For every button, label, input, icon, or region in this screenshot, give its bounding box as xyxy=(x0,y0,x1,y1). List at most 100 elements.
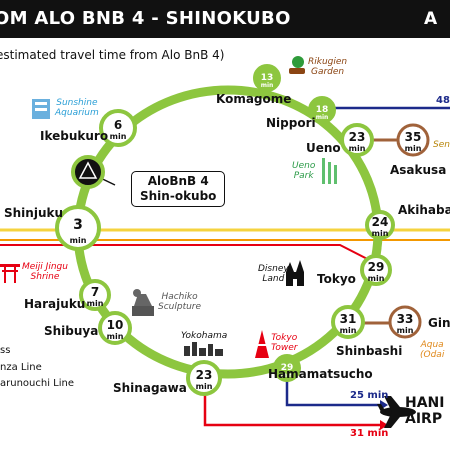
keikyu-time: 31 min xyxy=(350,428,389,439)
station-unit-komagome: min xyxy=(261,82,274,89)
station-minutes-akihabara: 24 xyxy=(372,215,389,229)
landmark-sublabel-disney: Land xyxy=(262,274,285,284)
airport-name-line2: AIRP xyxy=(405,411,443,427)
station-name-ueno[interactable]: Ueno xyxy=(306,141,341,155)
page-title: OM ALO BNB 4 - SHINOKUBO xyxy=(0,8,291,29)
station-name-nippori[interactable]: Nippori xyxy=(266,116,316,130)
station-unit-shibuya: min xyxy=(107,332,124,341)
station-name-hamamatsucho[interactable]: Hamamatsucho xyxy=(268,367,373,381)
station-name-ginza[interactable]: Ginz xyxy=(428,316,450,330)
station-marker-harajuku[interactable] xyxy=(79,279,111,311)
station-unit-hamamatsucho: min xyxy=(281,372,294,379)
landmark-sublabel-hachiko: Sculpture xyxy=(158,302,202,312)
station-name-shibuya[interactable]: Shibuya xyxy=(44,324,99,338)
station-unit-ginza: min xyxy=(397,326,414,335)
station-minutes-asakusa: 35 xyxy=(405,130,422,144)
keikyu-arrow-icon xyxy=(380,420,388,430)
landmark-label-disney: Disney xyxy=(258,264,289,274)
landmark-label-aqua: Aqua xyxy=(420,340,444,350)
landmark-sublabel-meiji: Shrine xyxy=(30,272,60,282)
station-marker-ueno[interactable] xyxy=(340,123,374,157)
subtitle: estimated travel time from Alo BnB 4) xyxy=(0,48,225,62)
station-marker-tokyo[interactable] xyxy=(360,254,392,286)
legend-item: ss xyxy=(0,345,11,356)
station-name-akihabara[interactable]: Akihaban xyxy=(398,203,450,217)
station-unit-shinjuku: min xyxy=(70,236,87,245)
brand-logo-icon: A xyxy=(424,9,438,29)
station-minutes-ueno: 23 xyxy=(349,130,366,144)
station-minutes-tokyo: 29 xyxy=(368,260,385,274)
station-marker-ginza[interactable] xyxy=(388,305,422,339)
airport-name: HANI AIRP xyxy=(405,395,444,427)
landmark-label-hachiko: Hachiko xyxy=(161,292,198,302)
home-marker[interactable] xyxy=(71,155,105,189)
station-minutes-harajuku: 7 xyxy=(91,285,99,299)
station-marker-nippori[interactable] xyxy=(308,96,336,124)
station-unit-akihabara: min xyxy=(372,229,389,238)
landmark-label-tokyotower: Tokyo xyxy=(271,333,298,343)
landmark-yokohama: Yokohama xyxy=(181,331,227,341)
home-logo-icon xyxy=(78,161,98,179)
station-marker-komagome[interactable] xyxy=(253,64,281,92)
station-name-tokyo[interactable]: Tokyo xyxy=(317,272,356,286)
station-name-shinagawa[interactable]: Shinagawa xyxy=(113,381,187,395)
station-marker-hamamatsucho[interactable] xyxy=(273,354,301,382)
home-name: AloBnB 4 xyxy=(147,174,209,188)
station-minutes-komagome: 13 xyxy=(261,73,274,83)
station-minutes-shinjuku: 3 xyxy=(73,217,83,233)
landmark-label-sens: Sens xyxy=(433,140,450,150)
monorail-time: 25 min xyxy=(350,390,389,401)
station-marker-shinagawa[interactable] xyxy=(186,360,222,396)
castle-icon xyxy=(286,260,304,286)
station-marker-asakusa[interactable] xyxy=(396,123,430,157)
bamboo-icon xyxy=(322,158,337,184)
keisei-time: 48 xyxy=(436,95,450,106)
station-marker-shinjuku[interactable] xyxy=(55,205,101,251)
airplane-icon xyxy=(377,396,416,428)
aquarium-icon xyxy=(32,99,50,119)
header-bar: OM ALO BNB 4 - SHINOKUBO A xyxy=(0,0,450,38)
station-name-ikebukuro[interactable]: Ikebukuro xyxy=(40,129,109,143)
station-marker-shinbashi[interactable] xyxy=(331,305,365,339)
station-unit-ikebukuro: min xyxy=(110,132,127,141)
station-name-shinbashi[interactable]: Shinbashi xyxy=(336,344,403,358)
tree-icon xyxy=(289,56,305,74)
station-minutes-shinbashi: 31 xyxy=(340,312,357,326)
station-unit-shinbashi: min xyxy=(340,326,357,335)
station-minutes-shibuya: 10 xyxy=(107,318,124,332)
legend-item: nza Line xyxy=(0,362,42,373)
landmark-sens: Sens xyxy=(433,140,450,150)
landmark-sublabel-uenopark: Park xyxy=(293,171,314,181)
station-unit-nippori: min xyxy=(316,114,329,121)
station-marker-ikebukuro[interactable] xyxy=(99,109,137,147)
landmark-label-uenopark: Ueno xyxy=(292,161,316,171)
landmark-label-sunshine: Sunshine xyxy=(56,98,98,108)
station-unit-ueno: min xyxy=(349,144,366,153)
station-name-harajuku[interactable]: Harajuku xyxy=(24,297,86,311)
station-unit-tokyo: min xyxy=(368,274,385,283)
landmark-sublabel-sunshine: Aquarium xyxy=(55,108,99,118)
airport-name-line1: HANI xyxy=(405,395,445,411)
tower-icon xyxy=(255,330,269,358)
station-marker-shibuya[interactable] xyxy=(98,311,132,345)
station-unit-harajuku: min xyxy=(87,299,104,308)
home-area: Shin-okubo xyxy=(140,189,217,203)
station-name-komagome[interactable]: Komagome xyxy=(216,92,292,106)
station-minutes-nippori: 18 xyxy=(316,105,329,115)
landmark-sublabel-tokyotower: Tower xyxy=(271,343,298,353)
dog-statue-icon xyxy=(132,289,154,316)
home-label-box: AloBnB 4 Shin-okubo xyxy=(131,171,226,207)
station-marker-akihabara[interactable] xyxy=(365,210,395,240)
station-name-shinjuku[interactable]: Shinjuku xyxy=(4,206,64,220)
torii-icon xyxy=(0,264,20,283)
station-name-asakusa[interactable]: Asakusa xyxy=(390,163,447,177)
station-unit-asakusa: min xyxy=(405,144,422,153)
skyline-icon xyxy=(184,342,223,356)
